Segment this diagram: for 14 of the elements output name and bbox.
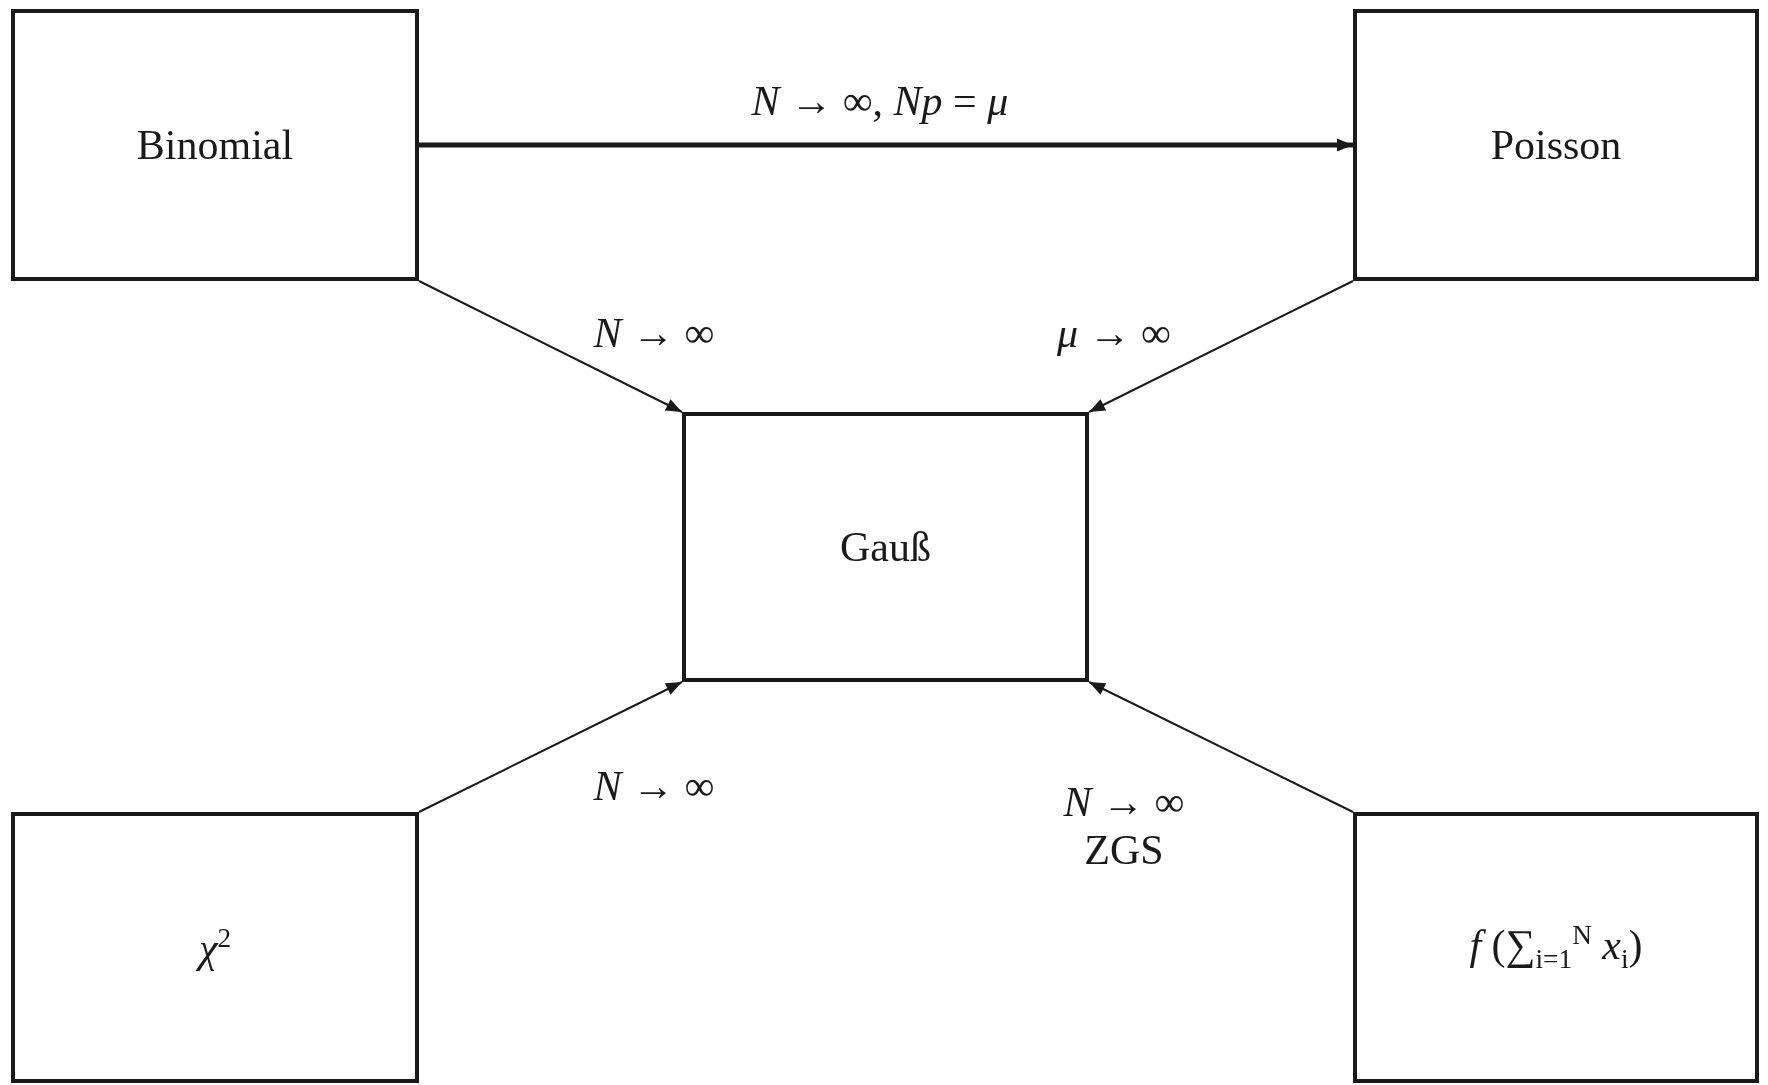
process-box bbox=[11, 9, 419, 281]
node-label: Gauß bbox=[840, 523, 931, 571]
process-box bbox=[11, 812, 419, 1083]
process-box bbox=[1353, 9, 1759, 281]
process-box bbox=[1353, 812, 1759, 1083]
arrow bbox=[418, 280, 683, 413]
arrow bbox=[1088, 280, 1354, 413]
arrow bbox=[418, 681, 683, 813]
node-label: f (∑$_{i=1}$$^{N}$ x$_{i}$) bbox=[1469, 919, 1643, 976]
arrow bbox=[419, 138, 1353, 152]
process-box bbox=[682, 412, 1089, 682]
node-label: Binomial bbox=[136, 121, 294, 169]
arrow bbox=[1088, 681, 1354, 813]
node-label: Poisson bbox=[1490, 121, 1622, 169]
